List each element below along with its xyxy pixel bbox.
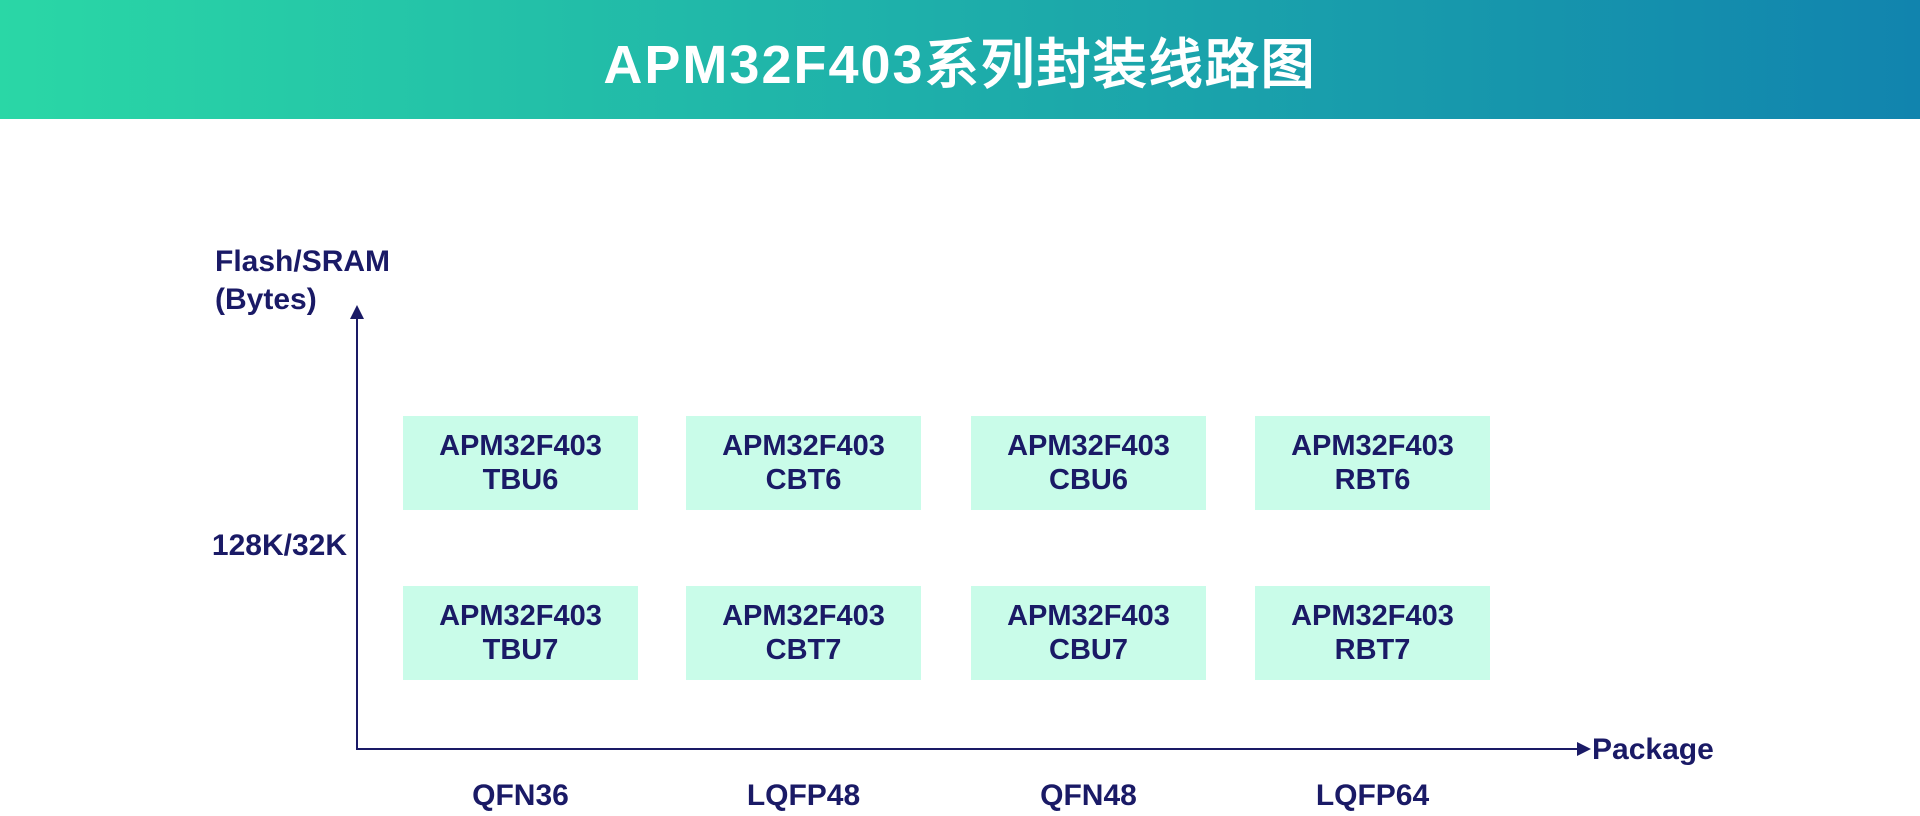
chip-series: APM32F403	[722, 430, 885, 462]
chip-series: APM32F403	[1007, 430, 1170, 462]
chip-suffix: RBT6	[1334, 464, 1411, 496]
x-axis-label: Package	[1592, 733, 1714, 766]
x-axis-tick-lqfp48: LQFP48	[746, 779, 861, 812]
chip-box-rbt6: APM32F403 RBT6	[1255, 416, 1490, 510]
chip-series: APM32F403	[1007, 600, 1170, 632]
chip-box-cbt7: APM32F403 CBT7	[686, 586, 921, 680]
chip-suffix: TBU6	[482, 464, 559, 496]
y-axis-tick-label: 128K/32K	[211, 529, 347, 562]
chip-box-cbu7: APM32F403 CBU7	[971, 586, 1206, 680]
chip-suffix: CBT6	[765, 464, 842, 496]
x-axis-tick-qfn48: QFN48	[1040, 779, 1137, 812]
chip-series: APM32F403	[1291, 430, 1454, 462]
chip-series: APM32F403	[439, 600, 602, 632]
x-axis-arrow-icon	[1577, 742, 1591, 756]
chip-box-tbu6: APM32F403 TBU6	[403, 416, 638, 510]
chip-series: APM32F403	[439, 430, 602, 462]
chip-suffix: CBT7	[765, 634, 842, 666]
chip-suffix: CBU6	[1049, 464, 1128, 496]
x-axis-line	[356, 748, 1578, 750]
header-banner: APM32F403系列封装线路图	[0, 0, 1920, 119]
chip-suffix: CBU7	[1049, 634, 1128, 666]
x-axis-tick-qfn36: QFN36	[472, 779, 569, 812]
chip-suffix: RBT7	[1334, 634, 1411, 666]
chip-box-rbt7: APM32F403 RBT7	[1255, 586, 1490, 680]
x-axis-tick-lqfp64: LQFP64	[1315, 779, 1430, 812]
chip-box-tbu7: APM32F403 TBU7	[403, 586, 638, 680]
y-axis-line	[356, 318, 358, 749]
chip-box-cbu6: APM32F403 CBU6	[971, 416, 1206, 510]
chip-suffix: TBU7	[482, 634, 559, 666]
chip-box-cbt6: APM32F403 CBT6	[686, 416, 921, 510]
y-axis-label: Flash/SRAM (Bytes)	[215, 245, 391, 316]
y-axis-arrow-icon	[350, 305, 364, 319]
chip-series: APM32F403	[1291, 600, 1454, 632]
page-title: APM32F403系列封装线路图	[603, 35, 1317, 95]
chip-series: APM32F403	[722, 600, 885, 632]
